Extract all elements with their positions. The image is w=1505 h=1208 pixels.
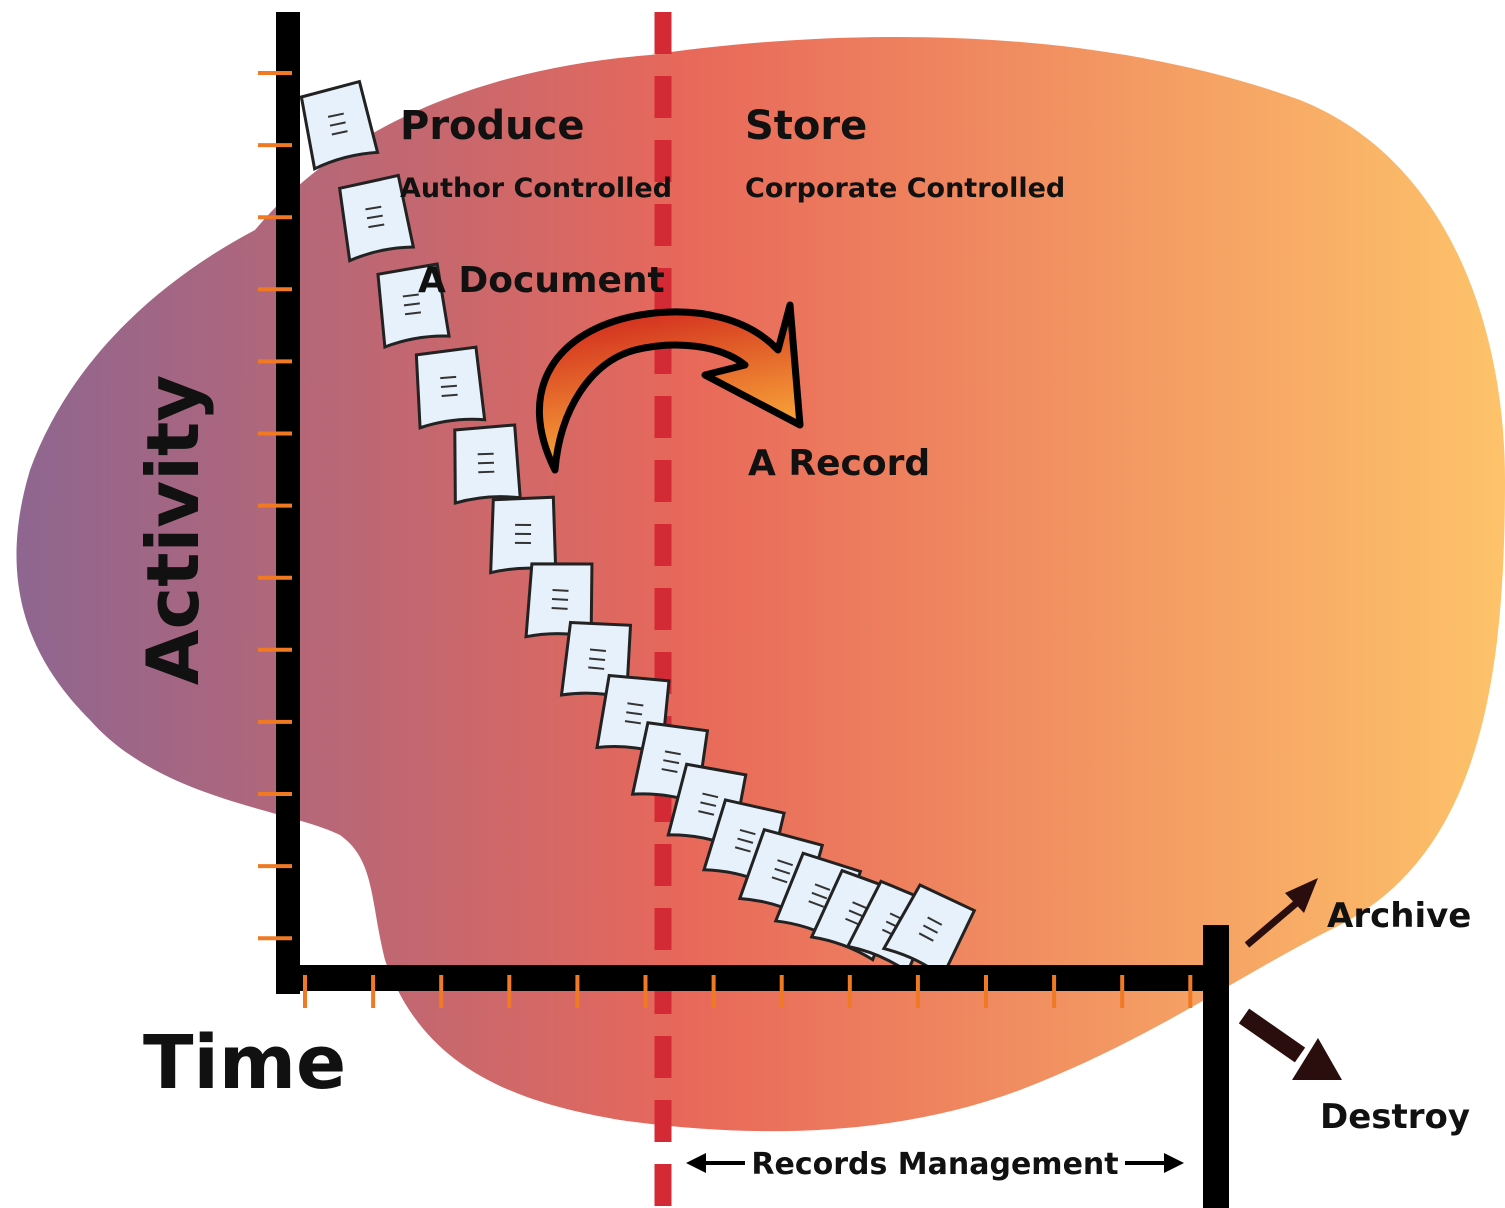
y-axis [276, 12, 300, 994]
x-axis-ticks [303, 975, 1193, 1008]
document-page [337, 173, 416, 263]
time-axis-label: Time [143, 1020, 346, 1106]
document-cascade [299, 79, 977, 979]
document-to-record-arrow [535, 301, 804, 474]
store-label: Store [745, 103, 867, 149]
activity-axis-label: Activity [131, 375, 215, 685]
records-management-span [686, 1153, 1184, 1173]
produce-label: Produce [400, 103, 584, 149]
destroy-label: Destroy [1320, 1097, 1470, 1137]
document-page [299, 79, 380, 172]
document-page [489, 495, 558, 575]
corporate-controlled-label: Corporate Controlled [745, 173, 1065, 204]
document-page [453, 423, 522, 506]
destroy-arrow [1238, 1008, 1342, 1080]
x-axis [276, 965, 1228, 991]
document-page [414, 345, 487, 430]
records-management-end-bar [1203, 925, 1229, 1208]
a-document-label: A Document [418, 260, 665, 301]
archive-arrow [1244, 878, 1318, 948]
document-page [376, 262, 451, 350]
y-axis-ticks [258, 71, 292, 941]
a-record-label: A Record [748, 443, 930, 484]
author-controlled-label: Author Controlled [400, 173, 672, 204]
records-management-label: Records Management [751, 1147, 1118, 1182]
archive-label: Archive [1327, 896, 1471, 936]
